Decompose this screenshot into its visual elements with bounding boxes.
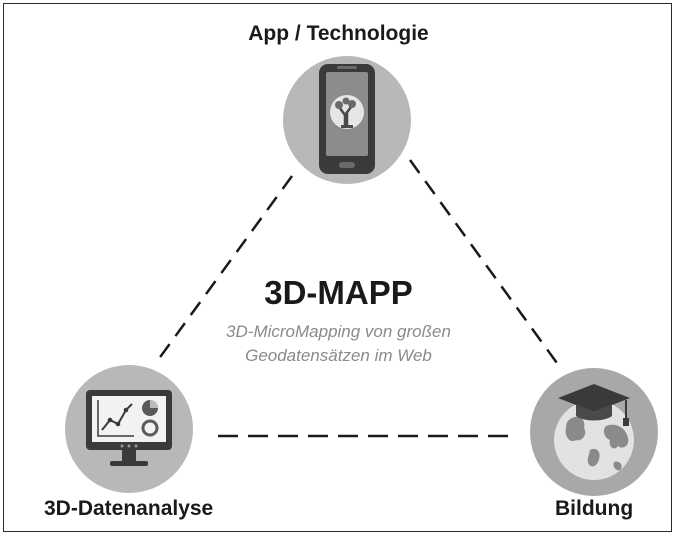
subtitle-line-1: 3D-MicroMapping von großen	[226, 322, 451, 341]
node-label-3d-datenanalyse: 3D-Datenanalyse	[44, 497, 214, 520]
subtitle-line-2: Geodatensätzen im Web	[245, 346, 432, 365]
connector-top-right	[408, 159, 564, 371]
node-label-bildung: Bildung	[555, 497, 634, 520]
monitor-chart-icon	[65, 365, 193, 493]
smartphone-tree-icon	[283, 56, 411, 184]
diagram-subtitle: 3D-MicroMapping von großen Geodatensätze…	[0, 320, 677, 368]
node-label-app-technologie: App / Technologie	[248, 22, 429, 45]
globe-graduation-cap-icon	[530, 368, 658, 496]
diagram-title: 3D-MAPP	[264, 274, 413, 311]
connector-top-left	[156, 175, 294, 361]
